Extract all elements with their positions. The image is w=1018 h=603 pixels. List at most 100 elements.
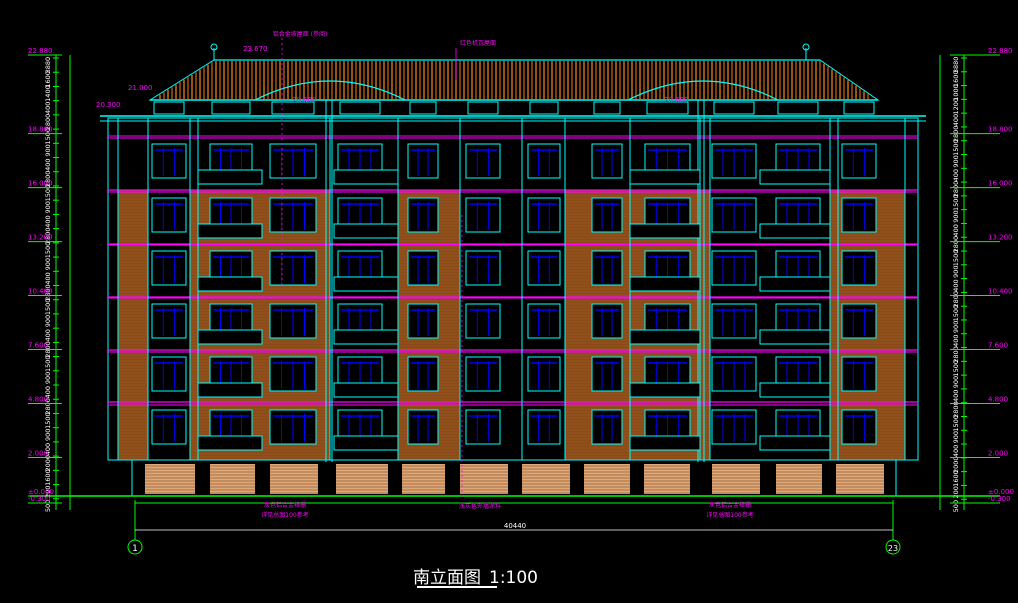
axis-bubble-left <box>127 539 143 555</box>
dim-right-value-29: 2000 <box>952 456 960 473</box>
roof-outline <box>148 59 880 101</box>
loft-window-1 <box>211 101 251 115</box>
dim-right-value-9: 2800 <box>952 181 960 198</box>
note-bottom-left-2: 详见总图100参考 <box>261 511 308 519</box>
dim-left-value-25: 1500 <box>44 412 52 429</box>
elev-label-right-3: 13.200 <box>988 234 1013 242</box>
balcony-f3-2 <box>629 329 701 345</box>
elev-label-right-8: ±0.000 <box>988 488 1014 496</box>
balcony-f5-2 <box>629 435 701 451</box>
dim-left-value-4: 2800 <box>44 114 52 131</box>
balcony-f2-2 <box>629 276 701 292</box>
dim-right-value-14: 1500 <box>952 250 960 267</box>
dim-right-value-32: 500 <box>952 500 960 512</box>
window-f1-5 <box>465 197 501 233</box>
balcony-f4-2 <box>629 382 701 398</box>
window-f2-4 <box>407 250 439 286</box>
grille-bay-8 <box>644 464 690 494</box>
window-f0-11 <box>841 143 877 179</box>
elev-label-right-5: 7.600 <box>988 342 1008 350</box>
window-f2-0 <box>151 250 187 286</box>
dim-left-value-29: 1600 <box>44 469 52 486</box>
window-f5-5 <box>465 409 501 445</box>
dim-right-value-11: 900 <box>952 210 960 222</box>
balcony-f5-3 <box>759 435 831 451</box>
roof-arch-left <box>254 80 406 101</box>
dim-right-value-27: 900 <box>952 431 960 443</box>
dim-right-value-8: 400 <box>952 169 960 181</box>
dim-right-value-6: 1500 <box>952 139 960 156</box>
dim-left-value-11: 400 <box>44 215 52 227</box>
dim-right-value-18: 1500 <box>952 305 960 322</box>
balcony-f3-1 <box>333 329 399 345</box>
loft-window-7 <box>593 101 621 115</box>
window-f5-11 <box>841 409 877 445</box>
title-underline <box>417 586 497 588</box>
dim-right-value-15: 900 <box>952 266 960 278</box>
elev-label-left-1: 18.800 <box>28 126 53 134</box>
dim-right-value-25: 2800 <box>952 401 960 418</box>
roof <box>148 38 880 498</box>
axis-label-left: 1 <box>132 544 138 554</box>
balcony-f1-1 <box>333 223 399 239</box>
balcony-f1-3 <box>759 223 831 239</box>
dim-left-value-14: 900 <box>44 258 52 270</box>
dim-right-value-13: 2800 <box>952 236 960 253</box>
loft-window-5 <box>467 101 499 115</box>
loft-window-9 <box>713 101 755 115</box>
window-f5-0 <box>151 409 187 445</box>
elev-label-left-7: 2.000 <box>28 449 48 457</box>
window-f3-4 <box>407 303 439 339</box>
loft-window-0 <box>153 101 185 115</box>
dim-left-value-10: 900 <box>44 201 52 213</box>
window-f3-11 <box>841 303 877 339</box>
plinth <box>131 459 897 497</box>
elev-label-left-6: 4.800 <box>28 395 48 403</box>
loft-window-6 <box>529 101 559 115</box>
dim-left-value-1: 1600 <box>44 71 52 88</box>
finial-right-ball <box>802 43 810 51</box>
dim-left-value-13: 1500 <box>44 242 52 259</box>
elev-label-right-1: 18.800 <box>988 126 1013 134</box>
window-f1-6 <box>527 197 561 233</box>
dim-left-value-28: 2000 <box>44 455 52 472</box>
dim-left-value-5: 1500 <box>44 128 52 145</box>
loft-window-10 <box>777 101 819 115</box>
grille-bay-3 <box>336 464 388 494</box>
dim-right-value-23: 900 <box>952 376 960 388</box>
dim-left-value-18: 900 <box>44 315 52 327</box>
window-f1-4 <box>407 197 439 233</box>
axis-markers: 1 23 <box>127 539 901 555</box>
building-base <box>30 459 1000 540</box>
balcony-f5-1 <box>333 435 399 451</box>
dim-left-value-30: 200 <box>44 485 52 497</box>
window-f2-11 <box>841 250 877 286</box>
grille-bay-4 <box>402 464 445 494</box>
dim-right-value-7: 900 <box>952 155 960 167</box>
dim-left-value-3: 400 <box>44 102 52 114</box>
grille-bay-5 <box>460 464 508 494</box>
total-width-dim: 40440 <box>504 522 526 530</box>
elev-label-right-2: 16.000 <box>988 180 1013 188</box>
drawing-title-text: 南立面图 <box>413 568 481 588</box>
roof-label-left-eave: 21.000 <box>128 84 153 92</box>
dim-left-value-21: 1500 <box>44 355 52 372</box>
dim-left-value-12: 2800 <box>44 227 52 244</box>
dim-right-value-17: 2800 <box>952 291 960 308</box>
dim-right-value-31: 200 <box>952 486 960 498</box>
dim-left-value-24: 2800 <box>44 398 52 415</box>
loft-window-4 <box>409 101 437 115</box>
axis-label-right: 23 <box>888 544 898 553</box>
dim-right-value-16: 400 <box>952 279 960 291</box>
elev-label-left-8: ±0.000 <box>28 488 54 496</box>
grille-bay-7 <box>584 464 630 494</box>
dim-right-value-10: 1500 <box>952 194 960 211</box>
balcony-f0-1 <box>333 169 399 185</box>
dim-right-value-1: 1600 <box>952 70 960 87</box>
window-f1-0 <box>151 197 187 233</box>
window-f2-6 <box>527 250 561 286</box>
loft-window-8 <box>646 101 689 115</box>
dim-left-value-27: 400 <box>44 443 52 455</box>
balcony-f2-0 <box>197 276 263 292</box>
